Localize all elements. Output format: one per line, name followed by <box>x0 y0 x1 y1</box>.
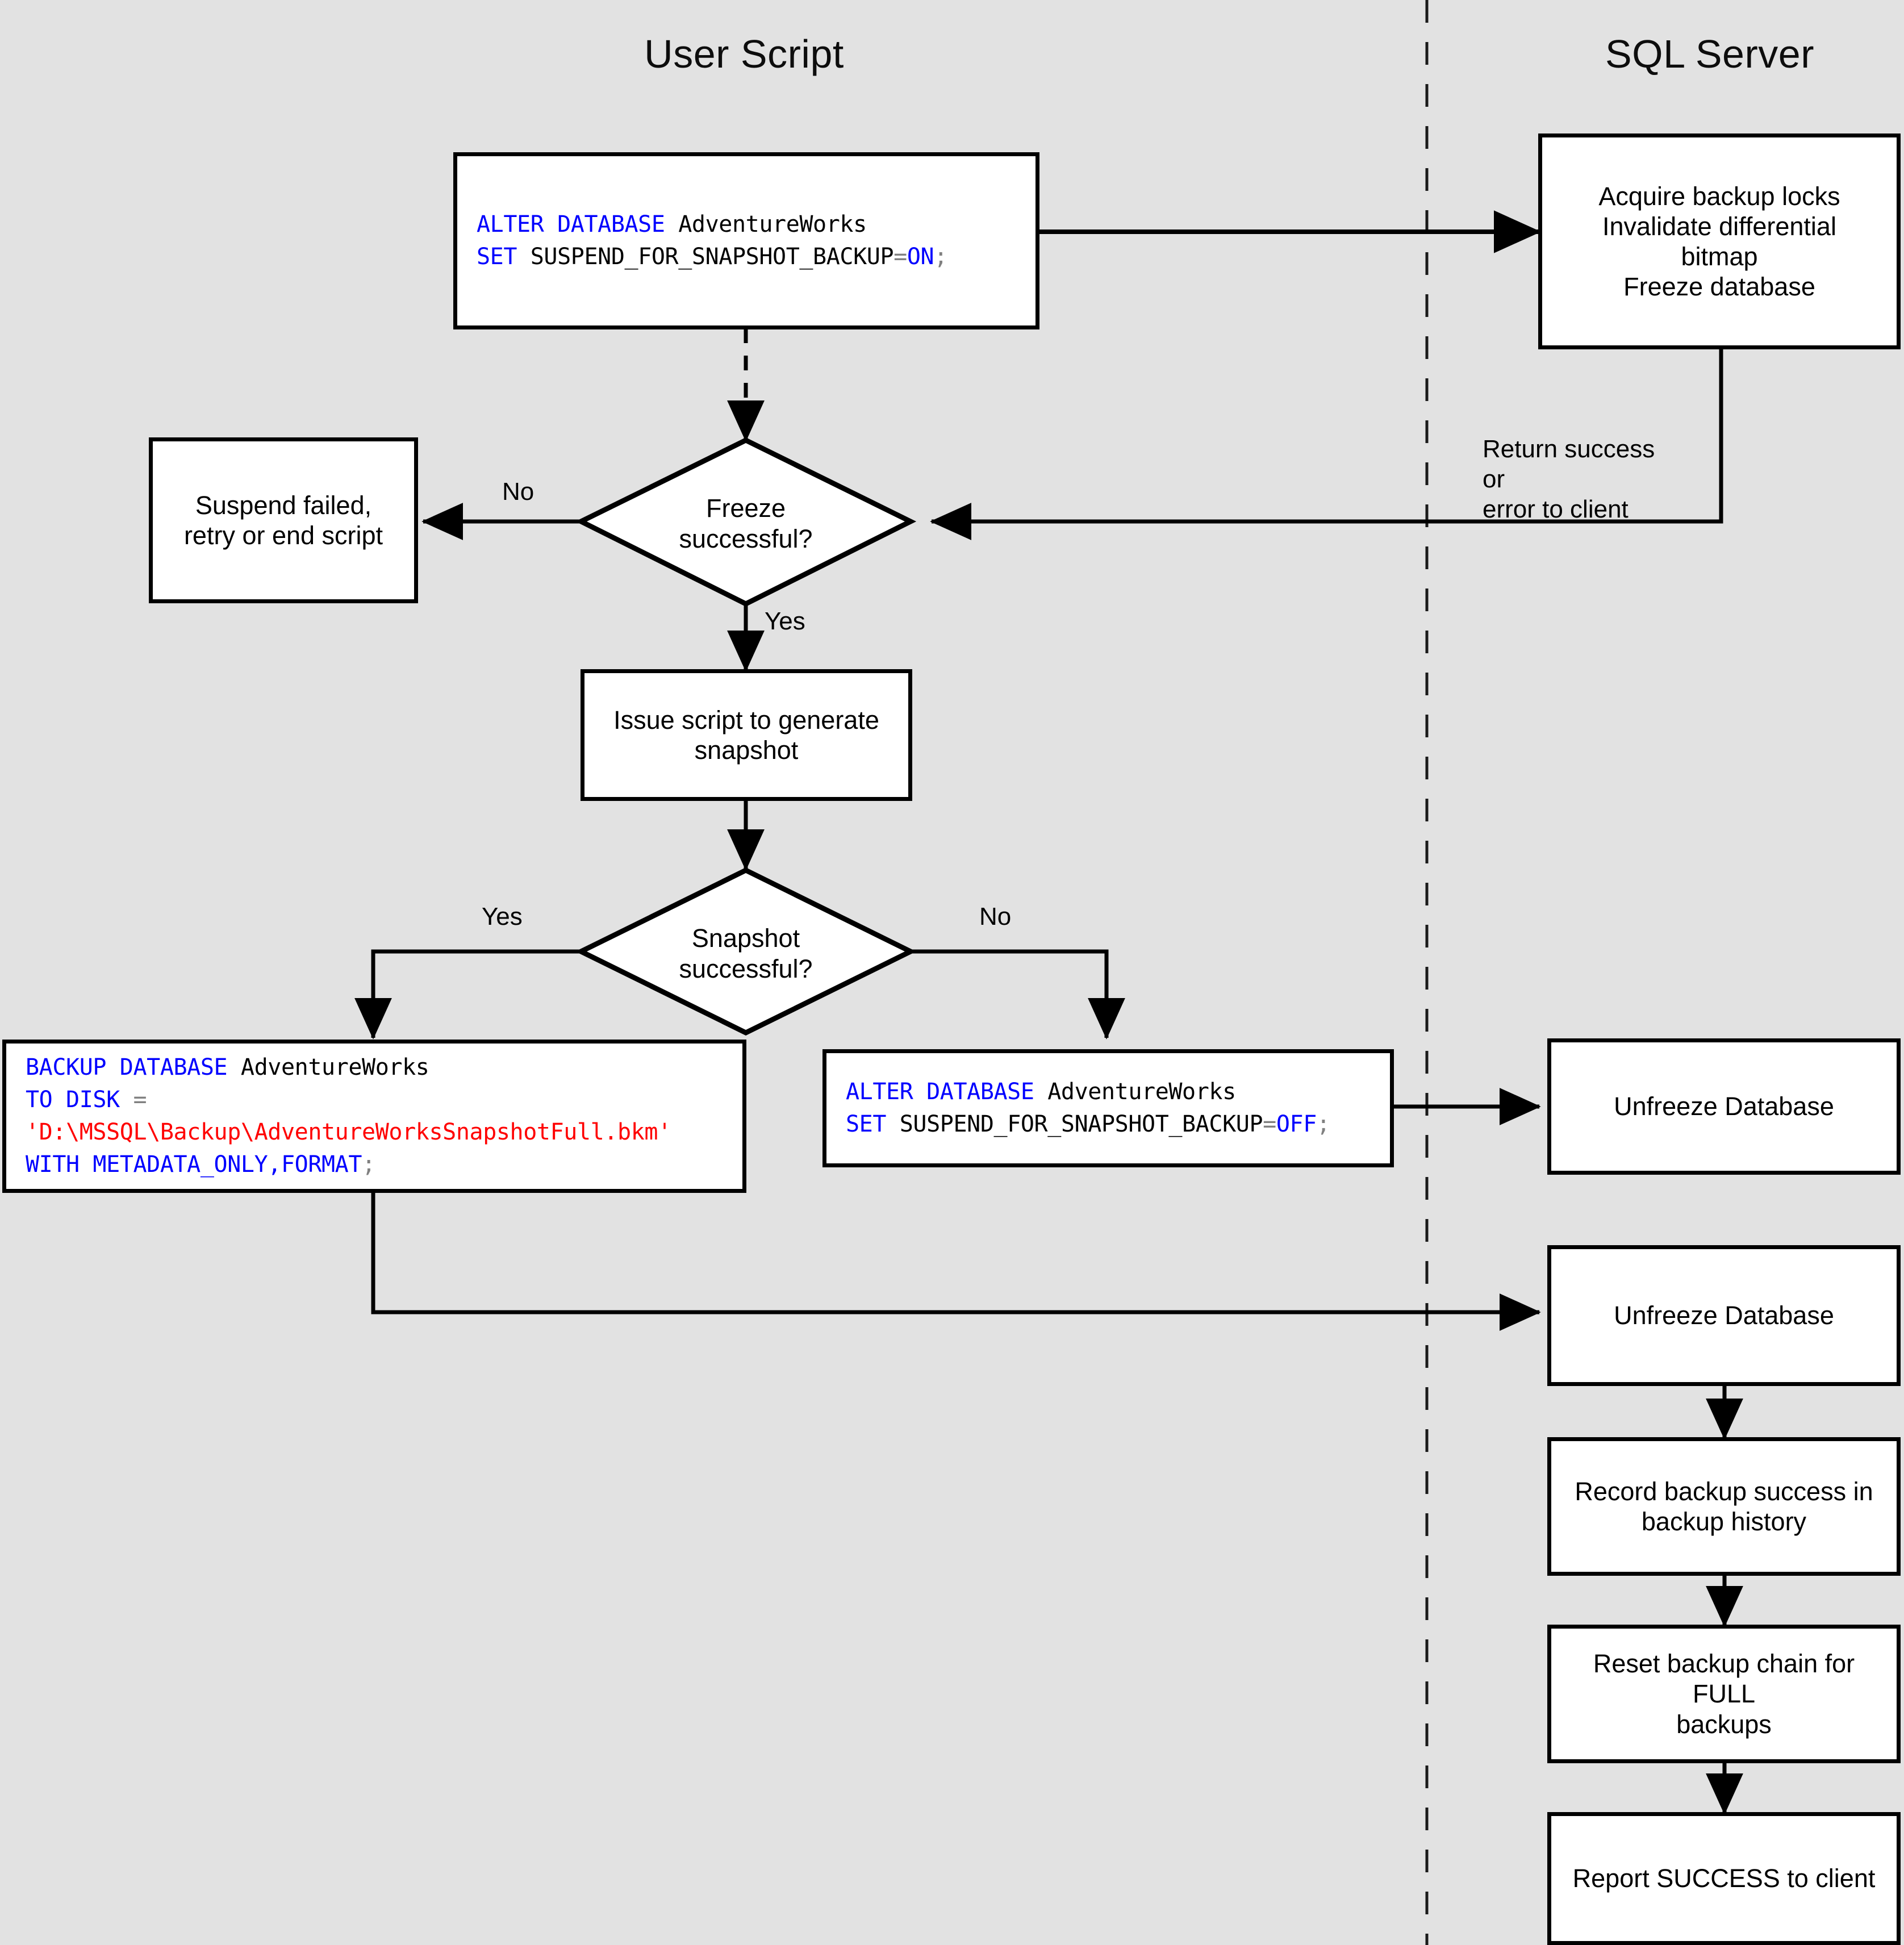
node-alter-on-code: ALTER DATABASE AdventureWorks SET SUSPEN… <box>477 211 947 270</box>
edge-snapshot-yes <box>354 949 583 1040</box>
node-alter-database-off[interactable]: ALTER DATABASE AdventureWorks SET SUSPEN… <box>822 1049 1394 1167</box>
edge-snapshot-no <box>909 949 1125 1040</box>
edge-acquire-to-freeze <box>930 348 1723 540</box>
node-alter-database-on[interactable]: ALTER DATABASE AdventureWorks SET SUSPEN… <box>453 152 1039 329</box>
node-alter-off-code: ALTER DATABASE AdventureWorks SET SUSPEN… <box>846 1079 1330 1137</box>
decision-snapshot-successful <box>575 867 917 1036</box>
edge-label-freeze-no: No <box>502 478 535 506</box>
node-unfreeze-database-2[interactable]: Unfreeze Database <box>1547 1245 1901 1386</box>
node-unfreeze-1-text: Unfreeze Database <box>1614 1092 1834 1121</box>
edge-label-freeze-yes: Yes <box>765 607 805 635</box>
node-suspend-failed[interactable]: Suspend failed,retry or end script <box>149 437 418 603</box>
edge-label-snapshot-no: No <box>979 903 1012 930</box>
lane-title-user-script: User Script <box>644 32 844 76</box>
node-report-success[interactable]: Report SUCCESS to client <box>1547 1812 1901 1945</box>
decision-freeze-successful <box>575 437 917 607</box>
edge-backup-to-unfreeze2 <box>371 1193 1541 1331</box>
node-unfreeze-database-1[interactable]: Unfreeze Database <box>1547 1038 1901 1175</box>
edge-label-snapshot-yes: Yes <box>482 903 523 930</box>
node-backup-database[interactable]: BACKUP DATABASE AdventureWorks TO DISK =… <box>2 1040 746 1193</box>
node-backup-database-code: BACKUP DATABASE AdventureWorks TO DISK =… <box>26 1054 671 1178</box>
lane-title-sql-server: SQL Server <box>1605 32 1815 76</box>
node-unfreeze-2-text: Unfreeze Database <box>1614 1301 1834 1330</box>
node-report-success-text: Report SUCCESS to client <box>1572 1864 1876 1893</box>
node-suspend-failed-text: Suspend failed,retry or end script <box>183 490 383 550</box>
